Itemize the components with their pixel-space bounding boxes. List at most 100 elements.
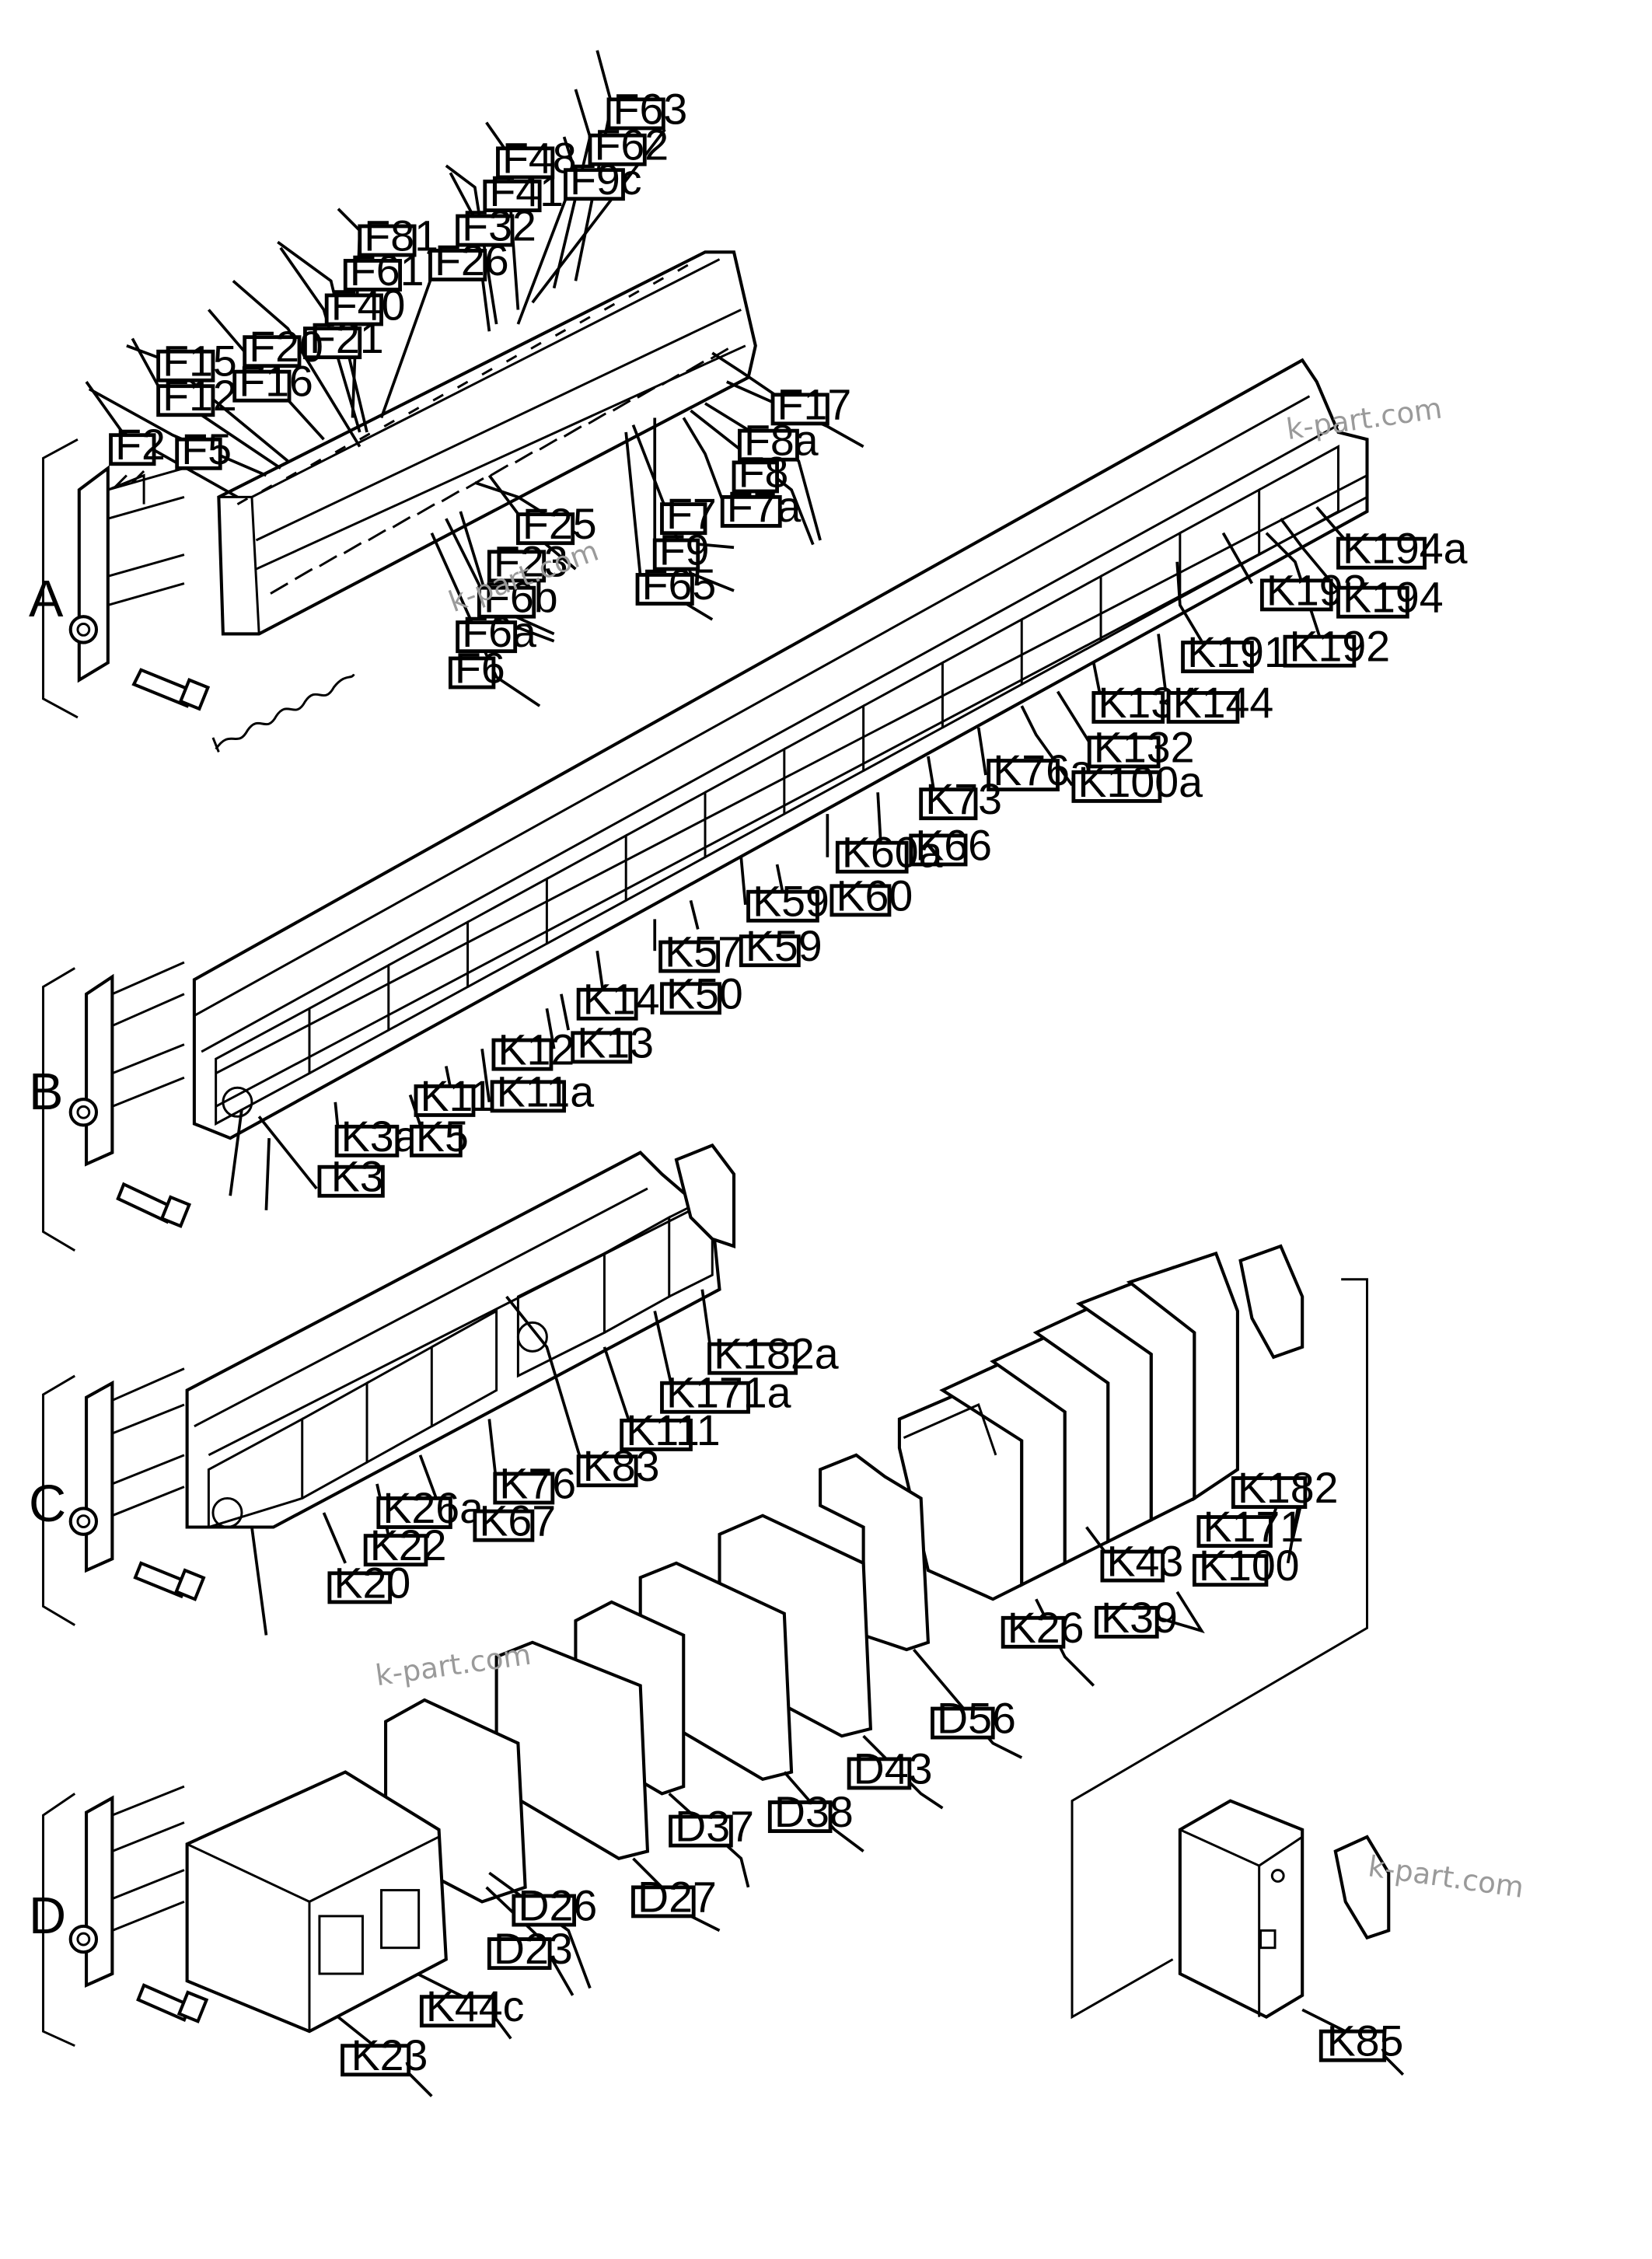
- label-K60a: K60a: [835, 829, 943, 877]
- label-K20: K20: [327, 1559, 410, 1607]
- label-K3: K3: [317, 1153, 385, 1201]
- svg-text:K3: K3: [331, 1153, 384, 1201]
- label-D37: D37: [669, 1803, 754, 1851]
- svg-text:D43: D43: [854, 1744, 933, 1793]
- svg-text:F65: F65: [642, 560, 717, 609]
- mounting-hardware-c: [68, 1367, 206, 1601]
- svg-text:K39: K39: [1101, 1594, 1178, 1642]
- svg-text:K194a: K194a: [1343, 525, 1468, 573]
- label-K111: K111: [620, 1406, 721, 1454]
- label-D43: D43: [847, 1744, 933, 1793]
- k85-module: [1178, 1799, 1391, 2019]
- svg-text:F8: F8: [739, 448, 789, 496]
- label-F62: F62: [588, 121, 669, 169]
- label-K59: K59: [739, 922, 823, 970]
- svg-text:F6: F6: [455, 644, 505, 692]
- label-F7a: F7a: [720, 483, 802, 531]
- svg-text:F62: F62: [594, 121, 669, 169]
- label-D56: D56: [931, 1695, 1016, 1743]
- svg-text:F6b: F6b: [484, 574, 558, 622]
- contactors-k23-k44c: [185, 1770, 448, 2034]
- label-K14: K14: [576, 976, 660, 1024]
- label-F8a: F8a: [738, 417, 819, 465]
- svg-text:F40: F40: [331, 281, 406, 329]
- section-b-letter: B: [29, 1063, 63, 1121]
- svg-text:D37: D37: [675, 1803, 754, 1851]
- svg-text:K76: K76: [499, 1459, 576, 1507]
- label-K39: K39: [1095, 1594, 1178, 1642]
- fuse-strip: [217, 250, 757, 636]
- svg-text:K66: K66: [915, 821, 992, 869]
- label-K11: K11: [414, 1072, 494, 1120]
- svg-text:K26: K26: [1008, 1604, 1084, 1652]
- label-D38: D38: [767, 1788, 854, 1836]
- svg-text:K100: K100: [1199, 1541, 1300, 1590]
- mounting-hardware-b: [68, 961, 192, 1228]
- svg-text:F8a: F8a: [744, 417, 819, 465]
- svg-text:K22: K22: [370, 1521, 447, 1569]
- section-brackets: [42, 438, 1368, 2048]
- label-K132: K132: [1087, 723, 1194, 771]
- label-K67: K67: [473, 1497, 556, 1545]
- svg-text:K11: K11: [421, 1072, 494, 1120]
- label-K171: K171: [1196, 1503, 1304, 1551]
- label-K100a: K100a: [1071, 758, 1203, 806]
- svg-text:K85: K85: [1327, 2017, 1404, 2065]
- svg-text:K83: K83: [583, 1442, 660, 1490]
- label-K192: K192: [1283, 623, 1391, 671]
- svg-text:F7a: F7a: [727, 483, 802, 531]
- section-c-letter: C: [29, 1475, 66, 1533]
- label-F25: F25: [515, 500, 597, 548]
- svg-text:F9c: F9c: [570, 155, 642, 204]
- timer-modules: [384, 1453, 931, 1904]
- svg-text:K14: K14: [583, 976, 660, 1024]
- label-K26: K26: [1001, 1604, 1084, 1652]
- relay-rail-b: [192, 358, 1369, 1140]
- label-F81: F81: [358, 211, 438, 260]
- svg-text:K57: K57: [665, 928, 742, 976]
- svg-text:K111: K111: [626, 1406, 720, 1454]
- svg-text:K171: K171: [1203, 1503, 1304, 1551]
- svg-text:K144: K144: [1173, 679, 1274, 727]
- svg-text:K60a: K60a: [842, 829, 943, 877]
- label-K85: K85: [1318, 2017, 1404, 2065]
- label-K57: K57: [658, 928, 742, 976]
- svg-text:F32: F32: [462, 201, 536, 250]
- svg-text:K59: K59: [746, 922, 823, 970]
- label-F15: F15: [156, 337, 237, 386]
- label-K66: K66: [909, 821, 992, 869]
- svg-text:K60: K60: [836, 871, 913, 920]
- svg-text:F6a: F6a: [462, 608, 536, 656]
- label-F23: F23: [487, 537, 568, 585]
- svg-text:K194: K194: [1343, 574, 1444, 622]
- svg-text:F61: F61: [350, 246, 424, 295]
- label-F21: F21: [303, 314, 384, 362]
- svg-text:K5: K5: [416, 1112, 469, 1161]
- svg-text:K3a: K3a: [341, 1112, 418, 1161]
- mounting-hardware-a: [68, 465, 355, 752]
- svg-text:D26: D26: [518, 1881, 597, 1929]
- svg-text:D27: D27: [637, 1873, 717, 1921]
- label-F9: F9: [652, 525, 710, 574]
- svg-text:K50: K50: [666, 969, 743, 1018]
- label-F65: F65: [635, 560, 717, 609]
- svg-text:F63: F63: [613, 85, 688, 133]
- label-F16: F16: [232, 358, 313, 406]
- label-F6b: F6b: [477, 574, 558, 622]
- label-K134: K134: [1091, 679, 1199, 727]
- svg-text:F21: F21: [309, 314, 384, 362]
- svg-text:K192: K192: [1290, 623, 1391, 671]
- relay-rail-c: [185, 1143, 736, 1529]
- label-K13: K13: [571, 1018, 654, 1067]
- label-F9c: F9c: [564, 155, 642, 204]
- label-F6a: F6a: [456, 608, 536, 656]
- label-F6: F6: [448, 644, 505, 692]
- label-K22: K22: [363, 1521, 447, 1569]
- label-K5: K5: [409, 1112, 469, 1161]
- svg-text:F12: F12: [162, 372, 237, 420]
- svg-text:K100a: K100a: [1077, 758, 1203, 806]
- label-K194: K194: [1336, 574, 1444, 622]
- svg-text:K73: K73: [925, 775, 1002, 823]
- label-K43: K43: [1100, 1537, 1183, 1586]
